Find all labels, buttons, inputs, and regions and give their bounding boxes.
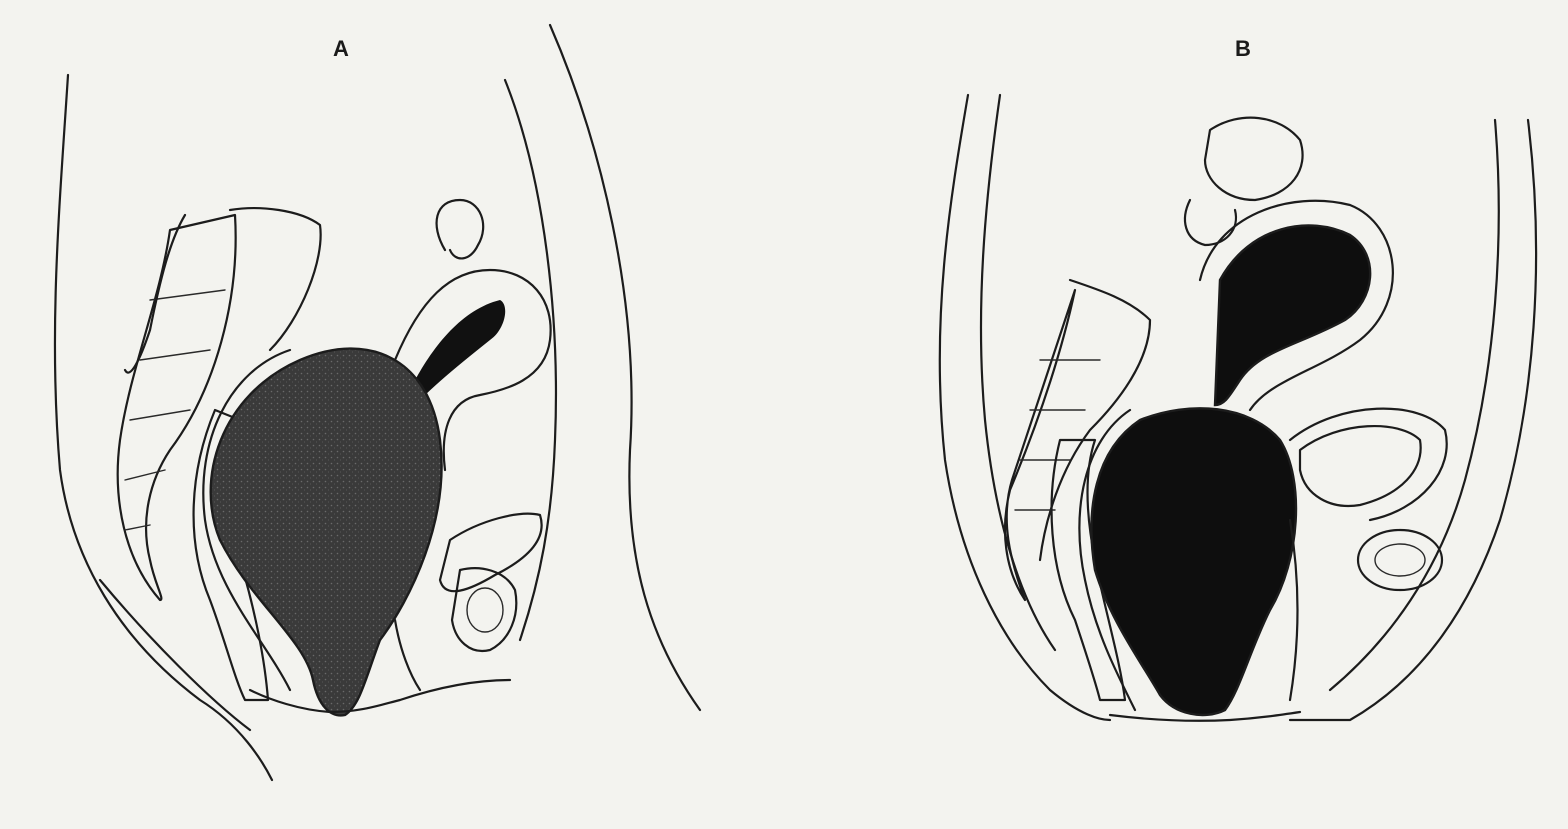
- panel-b-hematocolpos: [1091, 408, 1296, 715]
- panel-a-uterine-cavity: [410, 300, 505, 400]
- panel-a-fallopian-tube: [437, 200, 484, 258]
- panel-a-pubic-bone-ring: [467, 588, 503, 632]
- panel-a-posterior-fold: [125, 215, 185, 373]
- panel-b-ovary: [1205, 118, 1303, 200]
- panel-b-pubic-bone: [1358, 530, 1442, 590]
- panel-a-bladder: [440, 514, 542, 591]
- panel-b-diagram: [940, 95, 1536, 721]
- panel-a-spine-column: [230, 208, 321, 350]
- panel-a-hematocolpos: [211, 349, 442, 716]
- panel-a-perineum: [250, 680, 510, 712]
- panel-b-bladder: [1300, 426, 1421, 506]
- panel-b-pubic-bone-ring: [1375, 544, 1425, 576]
- panel-a-abdominal-wall-outer: [550, 25, 700, 710]
- panel-a-labia: [395, 620, 420, 690]
- panel-a-abdominal-wall-inner: [505, 80, 556, 640]
- panel-b-back-contour: [940, 95, 1110, 720]
- panel-b-abdominal-wall-inner: [1330, 120, 1499, 690]
- panel-b-back-inner: [981, 95, 1055, 650]
- panel-b-fimbria: [1185, 200, 1236, 245]
- panel-a-sacrum: [118, 215, 236, 600]
- panel-a-diagram: [55, 25, 700, 780]
